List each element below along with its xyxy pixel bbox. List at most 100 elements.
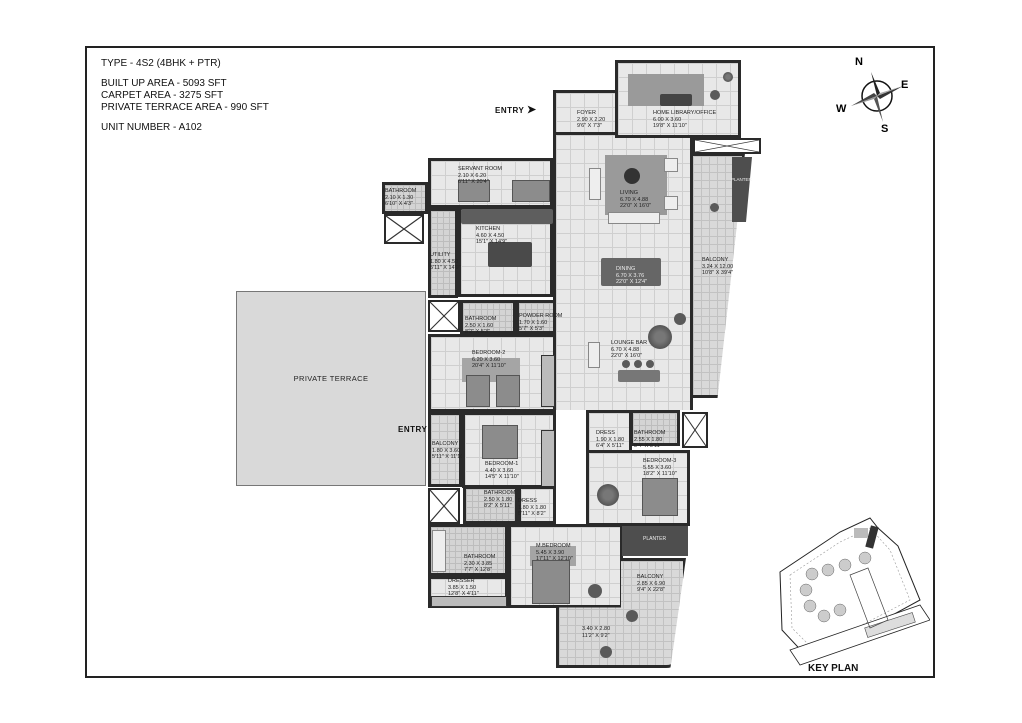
room-dress-3: [586, 410, 632, 454]
planter-2-label: PLANTER: [643, 536, 667, 542]
bathtub: [432, 530, 446, 572]
private-terrace-label: PRIVATE TERRACE: [293, 374, 369, 383]
bedroom-2-wardrobe: [541, 355, 555, 407]
room-foyer: [553, 90, 618, 135]
private-terrace-area: PRIVATE TERRACE AREA - 990 SFT: [101, 102, 269, 113]
living-rug: [605, 155, 667, 215]
balcony-4-table: [600, 646, 612, 658]
compass-w: W: [836, 103, 847, 115]
compass-n: N: [855, 56, 863, 68]
room-bathroom-2: [460, 300, 516, 334]
room-servant-bathroom: [382, 182, 428, 214]
bedroom-2-bed-1: [466, 375, 490, 407]
drawing-frame: [85, 46, 935, 678]
living-sofa-left: [589, 168, 601, 200]
room-utility: [428, 208, 458, 298]
dining-table: [601, 258, 661, 286]
compass-s: S: [881, 123, 888, 135]
room-powder: [516, 300, 556, 334]
key-plan-map: [770, 510, 931, 670]
library-plant: [723, 72, 733, 82]
compass-rose-icon: N E S W: [835, 50, 915, 135]
duct-shaft-top: [693, 138, 761, 154]
lounge-bar-counter: [618, 370, 660, 382]
entry-arrow-right-icon: ➤: [526, 104, 537, 116]
dresser-wardrobe: [431, 596, 507, 607]
balcony-1-chair: [710, 203, 719, 212]
room-dress-1: [518, 486, 556, 524]
kitchen-counter-top: [461, 209, 553, 224]
living-armchair-1: [664, 158, 678, 172]
compass-e: E: [901, 79, 908, 91]
lounge-sofa: [588, 342, 600, 368]
main-entry: ENTRY ➤: [495, 103, 537, 116]
bar-stool-2: [634, 360, 642, 368]
room-balcony-2: [428, 412, 462, 487]
built-up-area: BUILT UP AREA - 5093 SFT: [101, 78, 227, 89]
kitchen-island: [488, 242, 532, 267]
main-entry-label: ENTRY: [495, 106, 525, 115]
duct-shaft-bath2: [428, 300, 460, 332]
key-plan-label: KEY PLAN: [808, 663, 859, 674]
living-coffee-table: [624, 168, 640, 184]
living-sofa-bottom: [608, 212, 660, 224]
living-armchair-2: [664, 196, 678, 210]
lounge-round-table: [648, 325, 672, 349]
balcony-3-chair: [626, 610, 638, 622]
planter-1: [732, 157, 752, 222]
bar-stool-3: [646, 360, 654, 368]
bedroom-2-bed-2: [496, 375, 520, 407]
lounge-side-table: [674, 313, 686, 325]
unit-type: TYPE - 4S2 (4BHK + PTR): [101, 58, 221, 69]
duct-shaft-servant: [384, 214, 424, 244]
room-kitchen: [458, 207, 553, 297]
bedroom-1-bed: [482, 425, 518, 459]
master-bed: [532, 560, 570, 604]
unit-info: TYPE - 4S2 (4BHK + PTR) BUILT UP AREA - …: [101, 58, 269, 134]
room-bathroom-1: [463, 486, 518, 524]
private-terrace: PRIVATE TERRACE: [236, 291, 426, 486]
library-desk: [660, 94, 692, 106]
bedroom-3-bed: [642, 478, 678, 516]
library-chair: [710, 90, 720, 100]
carpet-area: CARPET AREA - 3275 SFT: [101, 90, 224, 101]
master-bedroom-chair: [588, 584, 602, 598]
planter-2: [622, 526, 688, 556]
room-bathroom-3: [630, 410, 680, 446]
duct-shaft-bath3: [682, 412, 708, 448]
bedroom-1-wardrobe: [541, 430, 555, 487]
duct-shaft-bath1: [428, 488, 460, 524]
servant-bed-1: [458, 180, 490, 202]
unit-number: UNIT NUMBER - A102: [101, 122, 202, 133]
planter-1-label: PLANTER: [731, 177, 752, 182]
terrace-entry-label: ENTRY: [398, 425, 428, 434]
terrace-entry: ENTRY ➤: [398, 422, 440, 435]
servant-bed-2: [512, 180, 550, 202]
bar-stool-1: [622, 360, 630, 368]
